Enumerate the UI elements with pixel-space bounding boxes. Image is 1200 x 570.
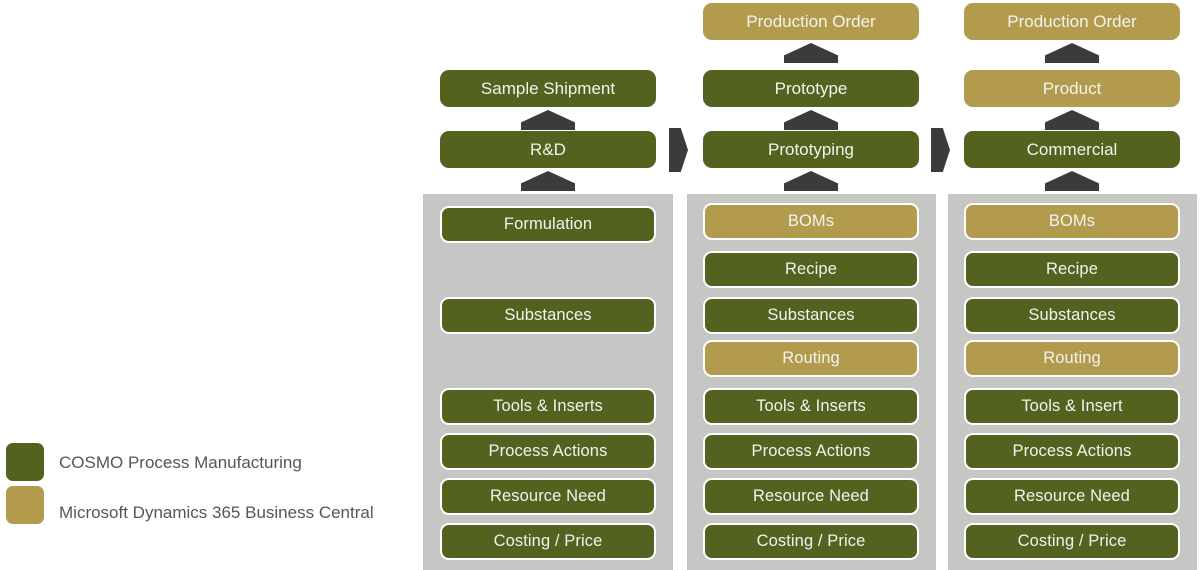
column-prototyping-item-substances[interactable]: Substances — [703, 297, 919, 334]
box-label: Prototype — [774, 79, 848, 98]
item-label: Costing / Price — [756, 532, 866, 551]
item-label: BOMs — [1048, 212, 1096, 231]
legend-swatch-business-central — [6, 486, 44, 524]
item-label: Routing — [1043, 349, 1101, 368]
up-arrow-icon-rnd-to-sample — [521, 110, 575, 130]
column-prototyping-box-prototype[interactable]: Prototype — [703, 70, 919, 107]
up-arrow-icon-boms-to-commercial — [1045, 171, 1099, 191]
column-commercial-item-routing[interactable]: Routing — [964, 340, 1180, 377]
column-prototyping-item-resource-need[interactable]: Resource Need — [703, 478, 919, 515]
box-label: R&D — [530, 140, 566, 159]
legend-label-cosmo: COSMO Process Manufacturing — [59, 453, 302, 472]
column-commercial-box-production-order[interactable]: Production Order — [964, 3, 1180, 40]
column-commercial-item-recipe[interactable]: Recipe — [964, 251, 1180, 288]
item-label: Process Actions — [488, 442, 608, 461]
up-arrow-icon-commercial-to-product — [1045, 110, 1099, 130]
column-commercial-item-process-actions[interactable]: Process Actions — [964, 433, 1180, 470]
chevron-right-icon-prototyping-to-commercial — [931, 128, 950, 172]
item-label: Recipe — [1046, 260, 1098, 279]
item-label: Formulation — [503, 215, 593, 234]
up-arrow-icon-boms-to-prototyping — [784, 171, 838, 191]
item-label: Substances — [767, 306, 855, 325]
item-label: Tools & Insert — [1021, 397, 1123, 416]
column-rnd-item-costing-price[interactable]: Costing / Price — [440, 523, 656, 560]
column-prototyping-item-tools-and-inserts[interactable]: Tools & Inserts — [703, 388, 919, 425]
column-rnd-box-rnd[interactable]: R&D — [440, 131, 656, 168]
item-label: Costing / Price — [1017, 532, 1127, 551]
box-label: Commercial — [1026, 140, 1118, 159]
item-label: Process Actions — [1012, 442, 1132, 461]
legend-swatch-cosmo — [6, 443, 44, 481]
item-label: Resource Need — [753, 487, 869, 506]
box-label: Production Order — [1007, 12, 1137, 31]
column-prototyping-box-prototyping[interactable]: Prototyping — [703, 131, 919, 168]
column-prototyping-item-costing-price[interactable]: Costing / Price — [703, 523, 919, 560]
column-commercial-item-tools-and-insert[interactable]: Tools & Insert — [964, 388, 1180, 425]
item-label: Tools & Inserts — [756, 397, 866, 416]
column-rnd-item-process-actions[interactable]: Process Actions — [440, 433, 656, 470]
item-label: Resource Need — [1014, 487, 1130, 506]
item-label: Process Actions — [751, 442, 871, 461]
item-label: Costing / Price — [493, 532, 603, 551]
column-commercial-item-boms[interactable]: BOMs — [964, 203, 1180, 240]
column-commercial-box-product[interactable]: Product — [964, 70, 1180, 107]
item-label: Routing — [782, 349, 840, 368]
item-label: Substances — [504, 306, 592, 325]
column-commercial-box-commercial[interactable]: Commercial — [964, 131, 1180, 168]
item-label: Recipe — [785, 260, 837, 279]
column-commercial-item-resource-need[interactable]: Resource Need — [964, 478, 1180, 515]
item-label: BOMs — [787, 212, 835, 231]
box-label: Production Order — [746, 12, 876, 31]
legend-label-business-central: Microsoft Dynamics 365 Business Central — [59, 503, 374, 522]
column-rnd-item-resource-need[interactable]: Resource Need — [440, 478, 656, 515]
column-commercial-item-costing-price[interactable]: Costing / Price — [964, 523, 1180, 560]
box-label: Product — [1042, 79, 1102, 98]
column-commercial-item-substances[interactable]: Substances — [964, 297, 1180, 334]
item-label: Substances — [1028, 306, 1116, 325]
chevron-right-icon-rnd-to-prototyping — [669, 128, 688, 172]
column-prototyping-item-recipe[interactable]: Recipe — [703, 251, 919, 288]
column-prototyping-item-boms[interactable]: BOMs — [703, 203, 919, 240]
column-rnd-item-tools-and-inserts[interactable]: Tools & Inserts — [440, 388, 656, 425]
up-arrow-icon-product-to-production-order — [1045, 43, 1099, 63]
item-label: Resource Need — [490, 487, 606, 506]
column-rnd-box-sample-shipment[interactable]: Sample Shipment — [440, 70, 656, 107]
column-rnd-item-substances[interactable]: Substances — [440, 297, 656, 334]
up-arrow-icon-prototyping-to-prototype — [784, 110, 838, 130]
up-arrow-icon-prototype-to-production-order — [784, 43, 838, 63]
column-rnd-item-formulation[interactable]: Formulation — [440, 206, 656, 243]
item-label: Tools & Inserts — [493, 397, 603, 416]
box-label: Prototyping — [768, 140, 854, 159]
up-arrow-icon-formulation-to-rnd — [521, 171, 575, 191]
column-prototyping-item-routing[interactable]: Routing — [703, 340, 919, 377]
column-prototyping-item-process-actions[interactable]: Process Actions — [703, 433, 919, 470]
box-label: Sample Shipment — [480, 79, 616, 98]
column-prototyping-box-production-order[interactable]: Production Order — [703, 3, 919, 40]
